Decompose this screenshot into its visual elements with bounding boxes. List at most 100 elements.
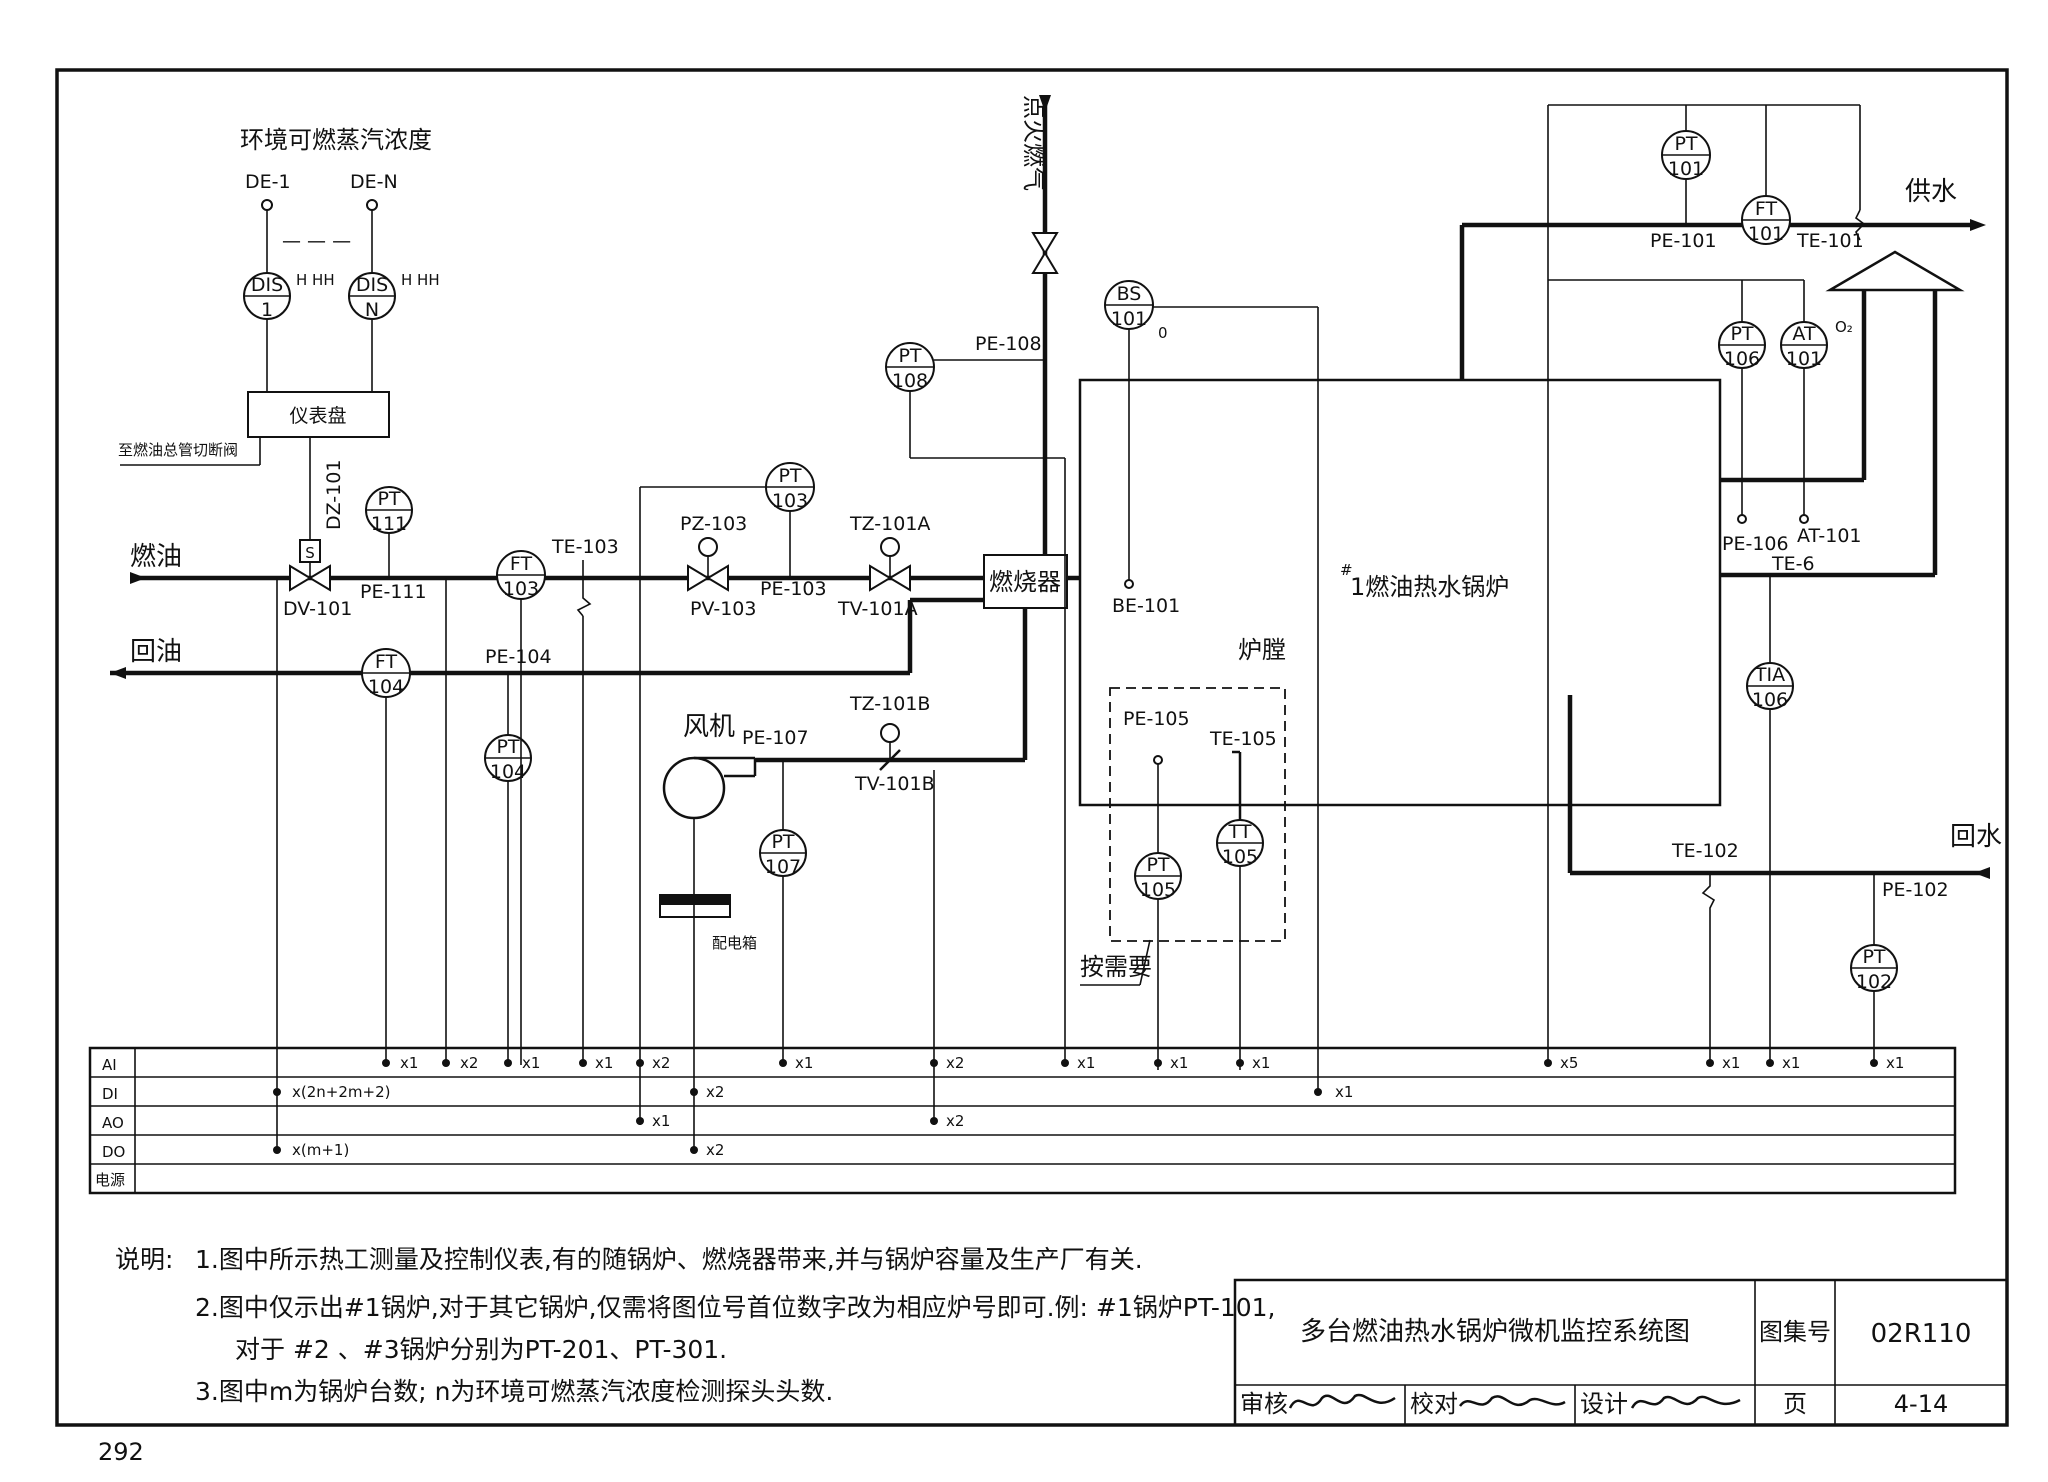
svg-text:x1: x1: [1782, 1054, 1800, 1072]
svg-text:102: 102: [1856, 971, 1892, 993]
svg-text:PT: PT: [377, 488, 400, 510]
chimney-icon: [1825, 250, 1965, 292]
svg-text:x1: x1: [595, 1054, 613, 1072]
te6-label: TE-6: [1771, 553, 1815, 575]
svg-text:PT: PT: [778, 465, 801, 487]
svg-text:105: 105: [1140, 879, 1176, 901]
svg-text:103: 103: [772, 490, 808, 512]
te102-label: TE-102: [1671, 840, 1739, 862]
svg-text:BS: BS: [1117, 283, 1142, 305]
dis-1-instrument: DIS 1: [243, 272, 291, 321]
svg-text:x1: x1: [1722, 1054, 1740, 1072]
dv101-label: DV-101: [283, 598, 352, 620]
pe108-label: PE-108: [975, 333, 1042, 355]
pv103-label: PV-103: [690, 598, 756, 620]
svg-text:106: 106: [1724, 348, 1760, 370]
boiler-prefix: #: [1340, 561, 1353, 579]
svg-text:PT: PT: [1674, 133, 1697, 155]
design-label: 设计: [1580, 1390, 1628, 1418]
pt-103-instrument: PT 103: [765, 462, 815, 512]
burner-box: [983, 554, 1068, 609]
svg-text:111: 111: [371, 513, 407, 535]
ignition-gas-valve: [1031, 232, 1059, 274]
pt-105-instrument: PT 105: [1134, 852, 1182, 901]
pt-102-instrument: PT 102: [1850, 944, 1898, 993]
page-number: 292: [98, 1438, 144, 1466]
review-label: 审核: [1240, 1390, 1288, 1418]
svg-text:FT: FT: [1755, 198, 1778, 220]
svg-text:AT: AT: [1792, 323, 1816, 345]
page-label: 页: [1783, 1390, 1807, 1418]
atlas-label: 图集号: [1759, 1318, 1831, 1346]
notes-label: 说明:: [115, 1245, 173, 1274]
disn-alarm: H HH: [401, 271, 440, 289]
svg-text:PT: PT: [1146, 854, 1169, 876]
svg-text:108: 108: [892, 370, 928, 392]
io-table: [88, 1046, 1957, 1195]
atlas-number: 02R110: [1871, 1319, 1972, 1349]
review-signature: [1288, 1393, 1396, 1409]
do-connections: x(m+1) x2: [273, 1141, 724, 1159]
io-row-ai: AI: [102, 1056, 117, 1074]
be101-label: BE-101: [1112, 595, 1180, 617]
svg-text:TT: TT: [1228, 821, 1252, 843]
note-1: 1.图中所示热工测量及控制仪表,有的随锅炉、燃烧器带来,并与锅炉容量及生产厂有关…: [195, 1245, 1143, 1274]
svg-text:x2: x2: [946, 1112, 964, 1130]
at-101-instrument: AT 101: [1780, 321, 1828, 370]
dis1-alarm: H HH: [296, 271, 335, 289]
design-signature: [1630, 1395, 1741, 1409]
svg-text:x1: x1: [1886, 1054, 1904, 1072]
tz101a-actuator: [880, 537, 900, 557]
solenoid-label: S: [305, 544, 315, 562]
env-gas-title: 环境可燃蒸汽浓度: [240, 126, 432, 154]
check-label: 校对: [1410, 1390, 1458, 1418]
svg-text:x1: x1: [652, 1112, 670, 1130]
svg-text:x1: x1: [795, 1054, 813, 1072]
svg-text:101: 101: [1786, 348, 1822, 370]
svg-text:DIS: DIS: [356, 274, 388, 296]
o2-label: O₂: [1835, 318, 1853, 336]
distribution-box-label: 配电箱: [712, 934, 757, 952]
svg-text:x5: x5: [1560, 1054, 1578, 1072]
ao-connections: x1 x2: [636, 1112, 964, 1130]
drawing-frame: [55, 68, 2009, 1427]
return-oil-label: 回油: [130, 637, 182, 667]
svg-text:101: 101: [1668, 158, 1704, 180]
tv101b-damper: [879, 749, 901, 771]
note-2a: 2.图中仅示出#1锅炉,对于其它锅炉,仅需将图位号首位数字改为相应炉号即可.例:…: [195, 1293, 1276, 1322]
tv101b-label: TV-101B: [854, 773, 935, 795]
tz101a-label: TZ-101A: [849, 513, 930, 535]
pt-108-instrument: PT 108: [885, 342, 935, 392]
bs-101-instrument: BS 101: [1104, 280, 1154, 330]
pz103-actuator: [698, 537, 718, 557]
svg-text:N: N: [365, 299, 379, 321]
ft-104-instrument: FT 104: [361, 648, 411, 698]
de1-probe: [261, 199, 273, 211]
pe111-label: PE-111: [360, 581, 427, 603]
svg-text:104: 104: [490, 761, 526, 783]
dis-n-instrument: DIS N: [348, 272, 396, 321]
pt-104-instrument: PT 104: [484, 734, 532, 783]
page-id: 4-14: [1894, 1390, 1948, 1418]
svg-text:105: 105: [1222, 846, 1258, 868]
svg-text:x(m+1): x(m+1): [292, 1141, 349, 1159]
pt-107-instrument: PT 107: [759, 829, 807, 878]
title-block: [1233, 1278, 2009, 1427]
te103-sensor: [576, 560, 592, 617]
instrument-panel: [247, 391, 390, 438]
pe107-label: PE-107: [742, 727, 809, 749]
svg-text:x2: x2: [460, 1054, 478, 1072]
ft-103-instrument: FT 103: [496, 550, 546, 600]
te105-label: TE-105: [1209, 728, 1277, 750]
pe106-label: PE-106: [1722, 533, 1789, 555]
de-dashes: — — —: [282, 230, 351, 252]
at101-label: AT-101: [1797, 525, 1862, 547]
te101-label: TE-101: [1796, 230, 1864, 252]
pt-101-instrument: PT 101: [1661, 130, 1711, 180]
svg-text:x2: x2: [706, 1083, 724, 1101]
boiler-label: 1燃油热水锅炉: [1350, 573, 1509, 601]
as-needed-label: 按需要: [1080, 953, 1152, 981]
tz101b-label: TZ-101B: [849, 693, 930, 715]
fuel-oil-label: 燃油: [130, 542, 182, 572]
